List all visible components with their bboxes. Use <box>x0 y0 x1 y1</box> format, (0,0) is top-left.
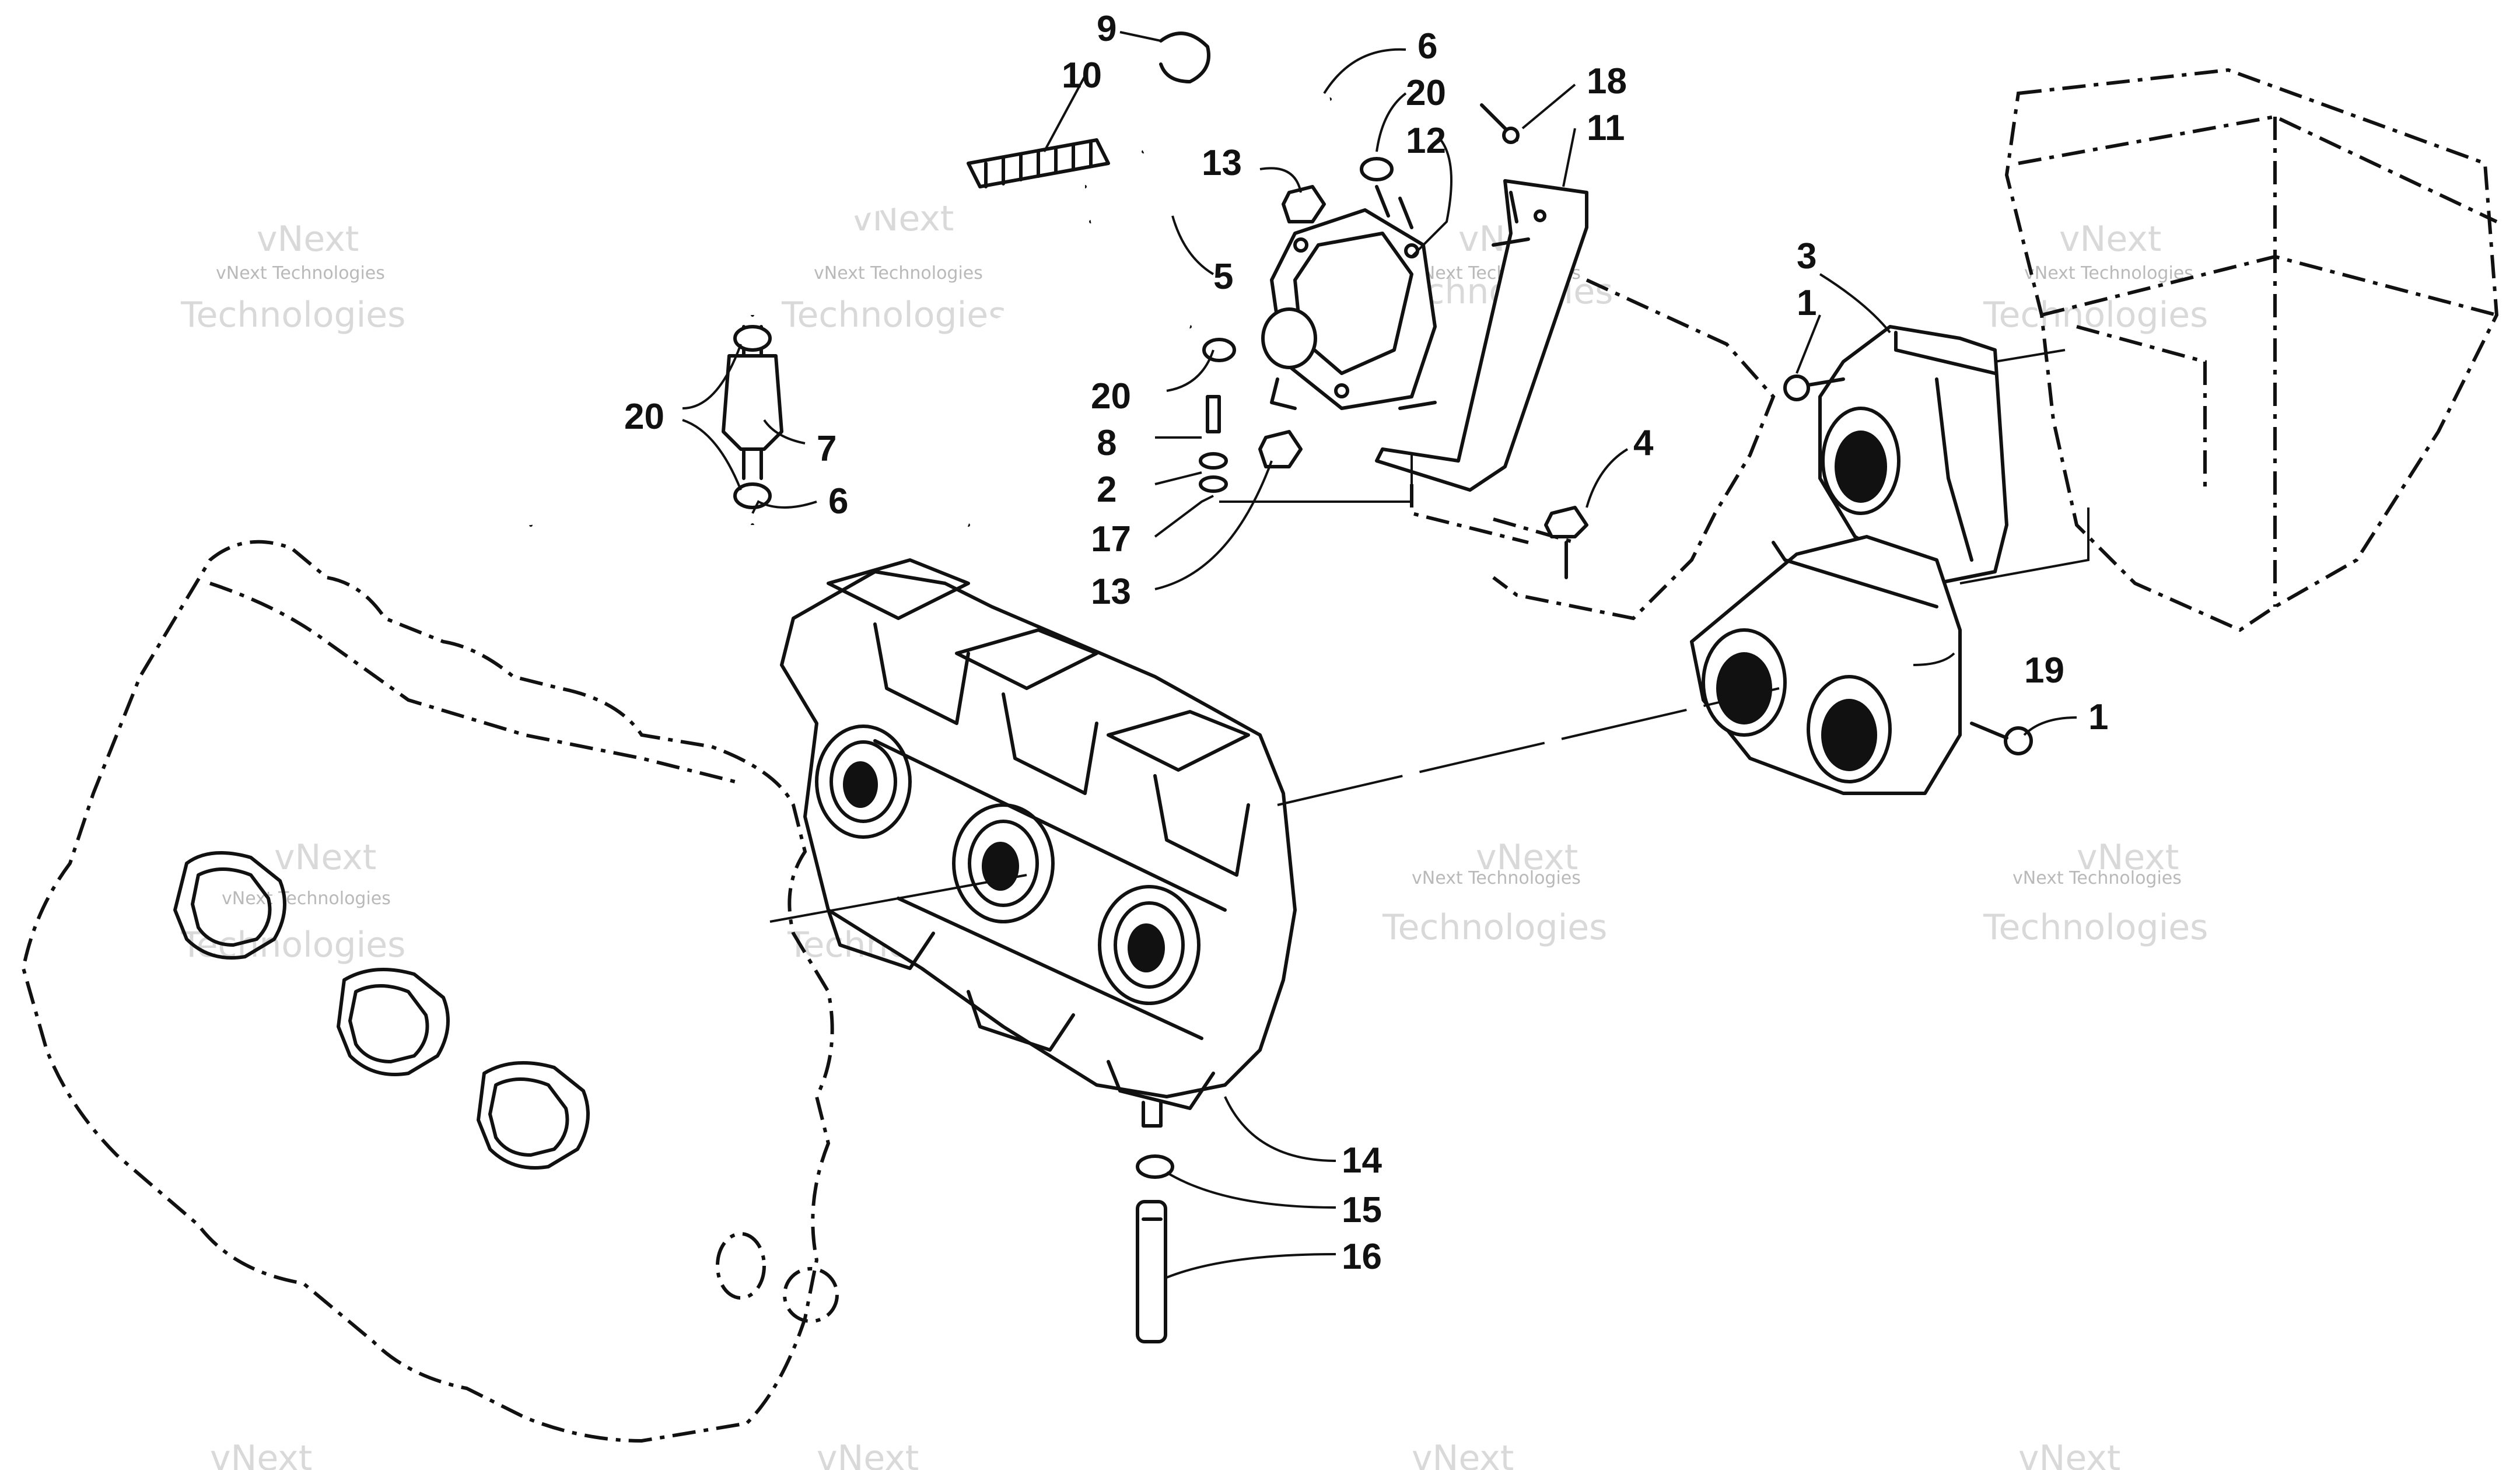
watermark-text: vNext <box>1476 837 1578 878</box>
callout-1-upper: 1 <box>1797 283 1817 323</box>
watermark: vNext Technologies vNext Technologies <box>1983 219 2208 335</box>
watermark-text: vNext <box>274 837 376 878</box>
watermark-text: vNext <box>1412 1438 1514 1470</box>
watermark-text: vNext Technologies <box>2013 868 2182 888</box>
callout-5: 5 <box>1213 257 1233 297</box>
watermark-text: vNext Technologies <box>1412 868 1581 888</box>
callout-6-upper: 6 <box>1418 26 1437 66</box>
watermark-text: Technologies <box>180 925 405 965</box>
watermark-text: vNext <box>210 1438 312 1470</box>
callout-11: 11 <box>1587 108 1625 148</box>
intake-boot-upper <box>1818 325 2008 585</box>
callout-18: 18 <box>1587 61 1627 102</box>
callout-16: 16 <box>1342 1237 1382 1277</box>
watermark-text: vNext <box>817 1438 919 1470</box>
callout-20-upper: 20 <box>1406 73 1446 113</box>
watermark-text: Technologies <box>781 295 1006 335</box>
watermark-text: vNext <box>2018 1438 2120 1470</box>
callout-12: 12 <box>1406 121 1446 161</box>
callout-9: 9 <box>1097 9 1116 49</box>
watermark-text: Technologies <box>180 295 405 335</box>
exhaust-port <box>337 968 450 1076</box>
hose-clamps <box>733 32 1394 1179</box>
callout-6-lower: 6 <box>828 481 848 522</box>
watermark-text: vNext <box>2059 219 2161 260</box>
callout-labels: 9 10 6 20 12 18 11 13 5 20 8 2 17 13 20 … <box>624 9 2108 1277</box>
watermark-text: vNext Technologies <box>216 263 385 284</box>
callout-13-lower: 13 <box>1091 572 1131 612</box>
mounting-bracket <box>1375 179 1588 492</box>
exhaust-port <box>477 1061 590 1170</box>
air-silencer-phantom <box>2004 68 2499 632</box>
spring-sleeve <box>967 138 1110 188</box>
callout-7: 7 <box>817 429 836 469</box>
watermark-text: Technologies <box>1983 907 2208 948</box>
leader-lines <box>682 31 2090 1279</box>
watermark-text: vNext Technologies <box>2024 263 2193 284</box>
watermark: vNext Technologies vNext Technologies <box>180 219 405 335</box>
callout-17: 17 <box>1091 519 1131 559</box>
carburetor-bore <box>1098 885 1200 1005</box>
watermark-text: Technologies <box>1382 907 1607 948</box>
callout-4: 4 <box>1633 423 1654 463</box>
watermark-text: vNext Technologies <box>222 888 391 909</box>
watermark-text: vNext Technologies <box>814 263 983 284</box>
watermark: vNext Technologies vNext Technologies <box>1382 837 1607 948</box>
watermark: vNext Technologies vNext Technologies <box>1983 837 2208 948</box>
callout-10: 10 <box>1062 55 1102 96</box>
carburetor-bore <box>815 724 912 839</box>
intake-boot-lower <box>1690 535 1962 795</box>
carburetor-assembly <box>780 558 1297 1128</box>
callout-15: 15 <box>1342 1190 1382 1230</box>
watermark-text: vNext <box>257 219 359 260</box>
watermark-text: vNext <box>2077 837 2179 878</box>
callout-14: 14 <box>1342 1140 1382 1181</box>
callout-2: 2 <box>1097 470 1116 510</box>
callout-1-lower: 1 <box>2088 697 2108 737</box>
fuel-lines <box>524 94 1332 1343</box>
callout-19: 19 <box>2024 650 2064 691</box>
watermark: vNext Technologies vNext Technologies <box>180 837 405 965</box>
carburetor-bore <box>952 803 1055 923</box>
fuel-pump <box>1261 185 1437 410</box>
engine-outlet-stub <box>716 1232 839 1323</box>
exhaust-port <box>173 851 286 960</box>
engine-block-phantom <box>21 540 839 1443</box>
callout-8: 8 <box>1097 423 1116 463</box>
callout-13-upper: 13 <box>1202 143 1242 183</box>
callout-20-left: 20 <box>624 397 664 437</box>
watermark: vNext vNext vNext vNext <box>210 1438 2120 1470</box>
callout-20-middle: 20 <box>1091 376 1131 416</box>
callout-3: 3 <box>1797 236 1817 276</box>
